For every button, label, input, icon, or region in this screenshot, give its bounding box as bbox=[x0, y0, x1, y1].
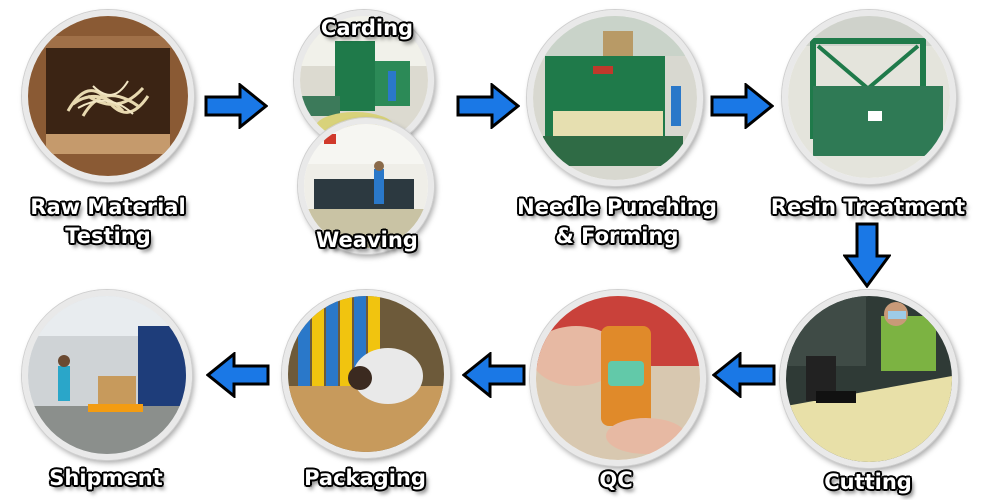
carding-label: Carding bbox=[320, 16, 414, 40]
raw-material-testing-photo bbox=[22, 10, 194, 182]
qc-photo bbox=[530, 290, 706, 466]
cutting-photo bbox=[780, 290, 958, 468]
weaving-label: Weaving bbox=[316, 228, 418, 252]
resin-treatment-label: Resin Treatment bbox=[770, 195, 966, 219]
arrow-down-icon bbox=[843, 222, 891, 288]
packaging-label: Packaging bbox=[304, 466, 426, 490]
packaging-photo bbox=[282, 290, 450, 458]
qc-label: QC bbox=[599, 468, 633, 492]
cutting-label: Cutting bbox=[824, 470, 912, 494]
shipment-photo bbox=[22, 290, 192, 460]
raw-material-testing-label: Raw Material Testing bbox=[30, 195, 186, 248]
arrow-left-icon bbox=[206, 352, 270, 398]
needle-punching-forming-photo bbox=[527, 10, 703, 186]
arrow-right-icon bbox=[204, 83, 268, 129]
shipment-label: Shipment bbox=[49, 466, 163, 490]
arrow-left-icon bbox=[462, 352, 526, 398]
needle-punching-forming-label: Needle Punching & Forming bbox=[517, 195, 717, 248]
weaving-photo bbox=[298, 118, 434, 254]
arrow-right-icon bbox=[456, 83, 520, 129]
resin-treatment-photo bbox=[782, 10, 956, 184]
arrow-left-icon bbox=[712, 352, 776, 398]
arrow-right-icon bbox=[710, 83, 774, 129]
